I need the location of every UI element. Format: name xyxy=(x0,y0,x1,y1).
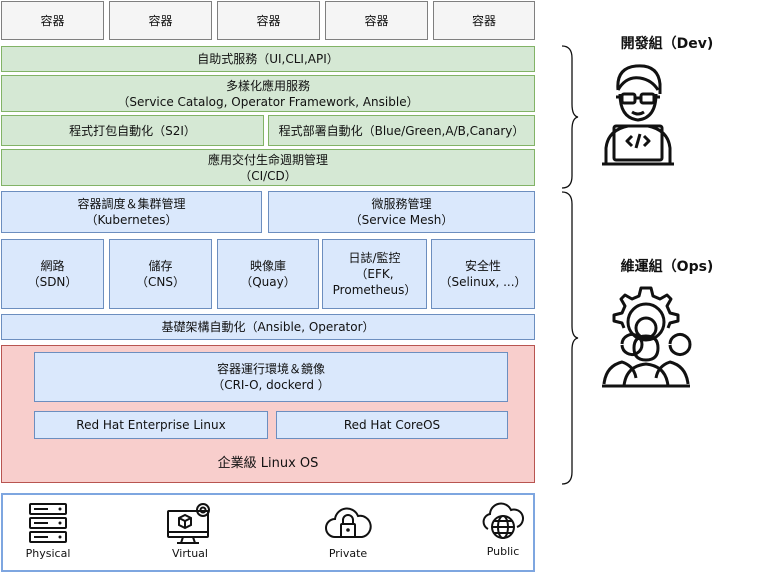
network-sub: （SDN） xyxy=(27,275,78,289)
container-label: 容器 xyxy=(148,13,173,28)
container-runtime-layer: 容器運行環境＆鏡像 （CRI-O, dockerd ） xyxy=(34,352,508,402)
container-label: 容器 xyxy=(40,13,65,28)
public-cloud-globe-icon xyxy=(482,502,524,539)
runtime-sub: （CRI-O, dockerd ） xyxy=(212,378,330,392)
enterprise-os-label: 企業級 Linux OS xyxy=(217,456,319,471)
deploy-automation-layer: 程式部署自動化（Blue/Green,A/B,Canary） xyxy=(268,115,535,146)
infra-automation-label: 基礎架構自動化（Ansible, Operator） xyxy=(161,320,375,334)
coreos-label: Red Hat CoreOS xyxy=(343,418,441,432)
storage-title: 儲存 xyxy=(148,259,173,273)
service-mesh-layer: 微服務管理 （Service Mesh） xyxy=(268,191,535,233)
ops-brace xyxy=(561,191,579,485)
registry-service: 映像庫 （Quay） xyxy=(217,239,319,309)
virtual-monitor-icon xyxy=(167,503,210,544)
logging-sub2: Prometheus） xyxy=(332,283,417,297)
registry-sub: （Quay） xyxy=(240,275,296,289)
container-box-3: 容器 xyxy=(217,1,320,40)
storage-service: 儲存 （CNS） xyxy=(109,239,212,309)
rhel-label: Red Hat Enterprise Linux xyxy=(76,418,226,432)
security-title: 安全性 xyxy=(464,259,501,273)
deploy-automation-label: 程式部署自動化（Blue/Green,A/B,Canary） xyxy=(278,123,525,138)
ops-team-gear-icon xyxy=(602,286,692,388)
logging-monitoring-service: 日誌/監控 （EFK, Prometheus） xyxy=(322,239,427,309)
dev-brace xyxy=(561,45,579,189)
network-title: 網路 xyxy=(40,259,65,273)
private-cloud-lock-icon xyxy=(325,507,372,538)
ops-team-title: 維運組（Ops) xyxy=(620,259,714,275)
rhel-box: Red Hat Enterprise Linux xyxy=(34,411,268,439)
infra-automation-layer: 基礎架構自動化（Ansible, Operator） xyxy=(1,314,535,340)
developer-icon xyxy=(602,64,674,166)
logging-sub: （EFK, xyxy=(355,267,394,281)
lifecycle-sub: （CI/CD） xyxy=(239,168,297,183)
lifecycle-title: 應用交付生命週期管理 xyxy=(207,152,328,167)
public-label: Public xyxy=(486,545,520,558)
virtual-item: Virtual xyxy=(161,501,219,560)
dev-team-title: 開發組（Dev) xyxy=(620,36,714,52)
scheduling-layer: 容器調度＆集群管理 （Kubernetes） xyxy=(1,191,262,233)
service-mesh-sub: （Service Mesh） xyxy=(349,213,454,227)
build-automation-label: 程式打包自動化（S2I） xyxy=(69,123,196,138)
build-automation-layer: 程式打包自動化（S2I） xyxy=(1,115,264,146)
infrastructure-panel: Physical Virtual xyxy=(1,493,535,572)
private-item: Private xyxy=(321,503,375,560)
physical-item: Physical xyxy=(21,501,75,560)
logging-title: 日誌/監控 xyxy=(348,251,401,265)
container-box-4: 容器 xyxy=(325,1,428,40)
scheduling-sub: （Kubernetes） xyxy=(85,213,178,227)
container-label: 容器 xyxy=(471,13,496,28)
storage-sub: （CNS） xyxy=(136,275,185,289)
container-label: 容器 xyxy=(256,13,281,28)
physical-label: Physical xyxy=(25,547,71,560)
coreos-box: Red Hat CoreOS xyxy=(276,411,508,439)
virtual-label: Virtual xyxy=(172,547,208,560)
server-rack-icon xyxy=(29,503,67,543)
container-box-2: 容器 xyxy=(109,1,212,40)
network-service: 網路 （SDN） xyxy=(1,239,104,309)
scheduling-title: 容器調度＆集群管理 xyxy=(77,197,186,211)
security-sub: （Selinux, ...） xyxy=(439,275,527,289)
container-box-1: 容器 xyxy=(1,1,104,40)
service-mesh-title: 微服務管理 xyxy=(371,197,432,211)
registry-title: 映像庫 xyxy=(249,259,286,273)
private-label: Private xyxy=(328,547,368,560)
container-box-5: 容器 xyxy=(433,1,535,40)
security-service: 安全性 （Selinux, ...） xyxy=(431,239,535,309)
container-label: 容器 xyxy=(364,13,389,28)
self-service-layer: 自助式服務（UI,CLI,API） xyxy=(1,46,535,72)
diverse-apps-title: 多樣化應用服務 xyxy=(225,78,310,93)
public-item: Public xyxy=(477,499,529,558)
diverse-apps-layer: 多樣化應用服務 （Service Catalog, Operator Frame… xyxy=(1,75,535,112)
self-service-label: 自助式服務（UI,CLI,API） xyxy=(197,52,339,66)
runtime-title: 容器運行環境＆鏡像 xyxy=(216,362,325,376)
lifecycle-layer: 應用交付生命週期管理 （CI/CD） xyxy=(1,149,535,186)
diverse-apps-sub: （Service Catalog, Operator Framework, An… xyxy=(117,94,419,109)
